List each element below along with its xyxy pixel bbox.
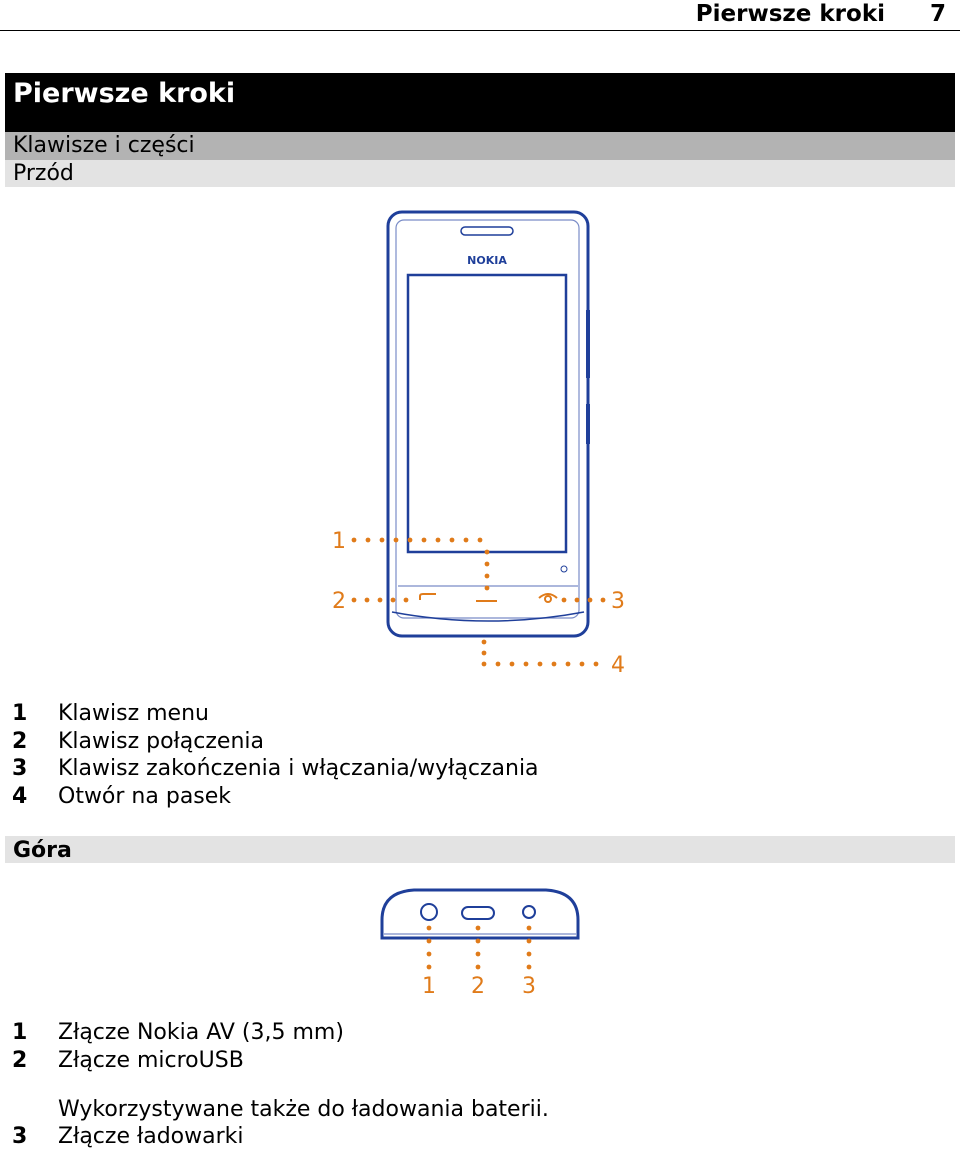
item-text: Klawisz zakończenia i włączania/wyłączan… [58,756,539,781]
item-text: Złącze ładowarki [58,1124,244,1149]
chapter-title: Pierwsze kroki [5,73,955,132]
top-parts-list-cont: 3 Złącze ładowarki [12,1123,244,1151]
callout-2: 2 [332,589,346,614]
callout-4-leader [481,639,599,667]
side-button-lower [586,404,590,444]
brand-logo: NOKIA [467,254,507,267]
item-number: 1 [12,701,28,726]
item-number: 3 [12,756,28,781]
list-item: 4 Otwór na pasek [12,783,539,811]
front-parts-list: 1 Klawisz menu 2 Klawisz połączenia 3 Kl… [12,700,539,810]
phone-screen [406,273,568,554]
list-item: 1 Złącze Nokia AV (3,5 mm) [12,1019,344,1047]
item-number: 4 [12,783,28,809]
section-title: Klawisze i części [5,132,955,160]
side-button-upper [586,310,590,378]
top-callout-3: 3 [522,974,536,999]
item-number: 2 [12,728,28,754]
callout-3-leader [561,597,606,603]
charger-connector-icon [522,905,536,919]
running-head: Pierwsze kroki 7 [0,0,960,31]
item-number: 2 [12,1047,28,1073]
item-text: Złącze microUSB [58,1047,244,1073]
earpiece [460,226,514,236]
phone-bezel-outline [395,219,580,619]
callout-1: 1 [332,529,346,554]
microusb-connector-icon [461,906,495,920]
callout-1-leader [351,537,490,591]
list-item: 1 Klawisz menu [12,700,539,728]
list-item: 2 Klawisz połączenia [12,728,539,756]
top-callout-2: 2 [471,974,485,999]
top-parts-list: 1 Złącze Nokia AV (3,5 mm) 2 Złącze micr… [12,1019,344,1074]
list-item: 3 Złącze ładowarki [12,1123,244,1151]
callout-4: 4 [611,653,625,678]
callout-3: 3 [611,589,625,614]
sensor-dot [560,565,568,573]
end-key-icon [538,593,558,603]
item-text: Otwór na pasek [58,783,232,809]
list-item: 3 Klawisz zakończenia i włączania/wyłącz… [12,755,539,783]
call-key-icon [419,593,436,600]
av-connector-icon [420,903,438,921]
list-item: 2 Złącze microUSB [12,1047,344,1075]
running-head-title: Pierwsze kroki [695,1,885,27]
item-number: 1 [12,1020,28,1045]
microusb-note: Wykorzystywane także do ładowania bateri… [58,1097,549,1122]
callout-2-leader [351,597,409,603]
top-callout-1: 1 [422,974,436,999]
item-text: Klawisz menu [58,701,209,726]
subsection-top: Góra [5,836,955,863]
item-text: Złącze Nokia AV (3,5 mm) [58,1020,344,1045]
page-number: 7 [929,1,946,27]
subsection-front: Przód [5,160,955,187]
top-callout-leaders [426,925,532,970]
top-phone-outline [380,888,580,940]
item-number: 3 [12,1124,28,1149]
item-text: Klawisz połączenia [58,728,265,754]
